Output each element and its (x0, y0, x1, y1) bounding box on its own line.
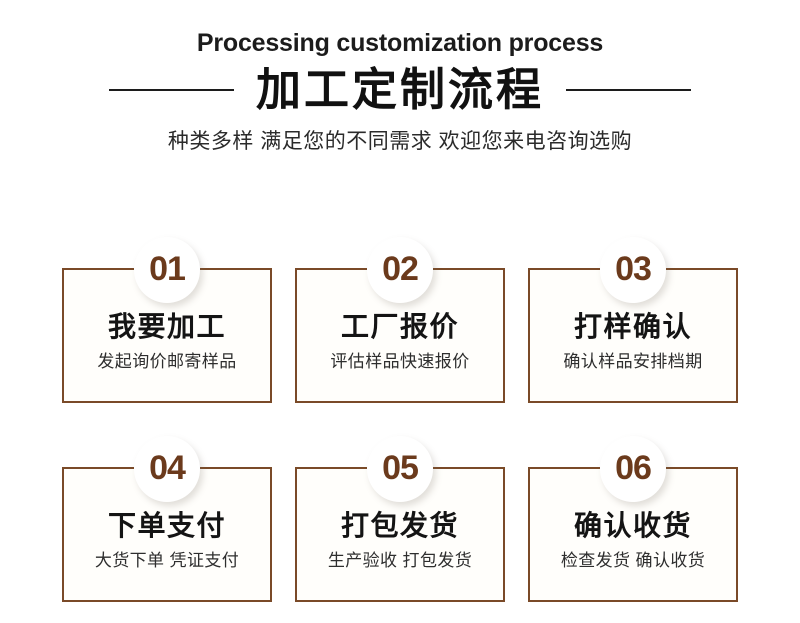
title-english: Processing customization process (196, 29, 604, 57)
page-header: Processing customization process 加工定制流程 … (0, 0, 800, 154)
process-step-grid: 01 我要加工 发起询价邮寄样品 02 工厂报价 评估样品快速报价 03 打样确… (62, 237, 738, 602)
process-step-card[interactable]: 02 工厂报价 评估样品快速报价 (295, 237, 505, 403)
step-number-badge: 02 (367, 237, 433, 303)
step-description: 确认样品安排档期 (563, 351, 703, 371)
step-number-badge: 06 (600, 436, 666, 502)
step-description: 评估样品快速报价 (330, 351, 470, 371)
decorative-rule-right (566, 88, 691, 91)
step-number: 04 (149, 449, 186, 487)
title-chinese-row: 加工定制流程 (0, 63, 800, 115)
step-number-badge: 05 (367, 436, 433, 502)
step-number: 03 (615, 250, 652, 288)
step-number-badge: 04 (134, 436, 200, 502)
page-subtitle: 种类多样 满足您的不同需求 欢迎您来电咨询选购 (167, 129, 633, 153)
step-number: 01 (149, 250, 186, 288)
process-step-card[interactable]: 06 确认收货 检查发货 确认收货 (528, 436, 738, 602)
process-step-card[interactable]: 05 打包发货 生产验收 打包发货 (295, 436, 505, 602)
step-number: 05 (382, 449, 419, 487)
step-description: 检查发货 确认收货 (560, 550, 706, 570)
title-chinese: 加工定制流程 (255, 63, 544, 115)
process-step-card[interactable]: 03 打样确认 确认样品安排档期 (528, 237, 738, 403)
process-step-card[interactable]: 01 我要加工 发起询价邮寄样品 (62, 237, 272, 403)
step-title: 下单支付 (107, 509, 226, 541)
step-description: 发起询价邮寄样品 (97, 351, 237, 371)
step-description: 大货下单 凭证支付 (94, 550, 240, 570)
step-number-badge: 03 (600, 237, 666, 303)
step-number: 02 (382, 250, 419, 288)
step-title: 确认收货 (573, 509, 692, 541)
step-title: 我要加工 (107, 310, 226, 342)
step-title: 打样确认 (573, 310, 692, 342)
step-description: 生产验收 打包发货 (327, 550, 473, 570)
step-title: 工厂报价 (340, 310, 459, 342)
step-number-badge: 01 (134, 237, 200, 303)
step-title: 打包发货 (340, 509, 459, 541)
process-step-card[interactable]: 04 下单支付 大货下单 凭证支付 (62, 436, 272, 602)
step-number: 06 (615, 449, 652, 487)
decorative-rule-left (108, 88, 234, 91)
